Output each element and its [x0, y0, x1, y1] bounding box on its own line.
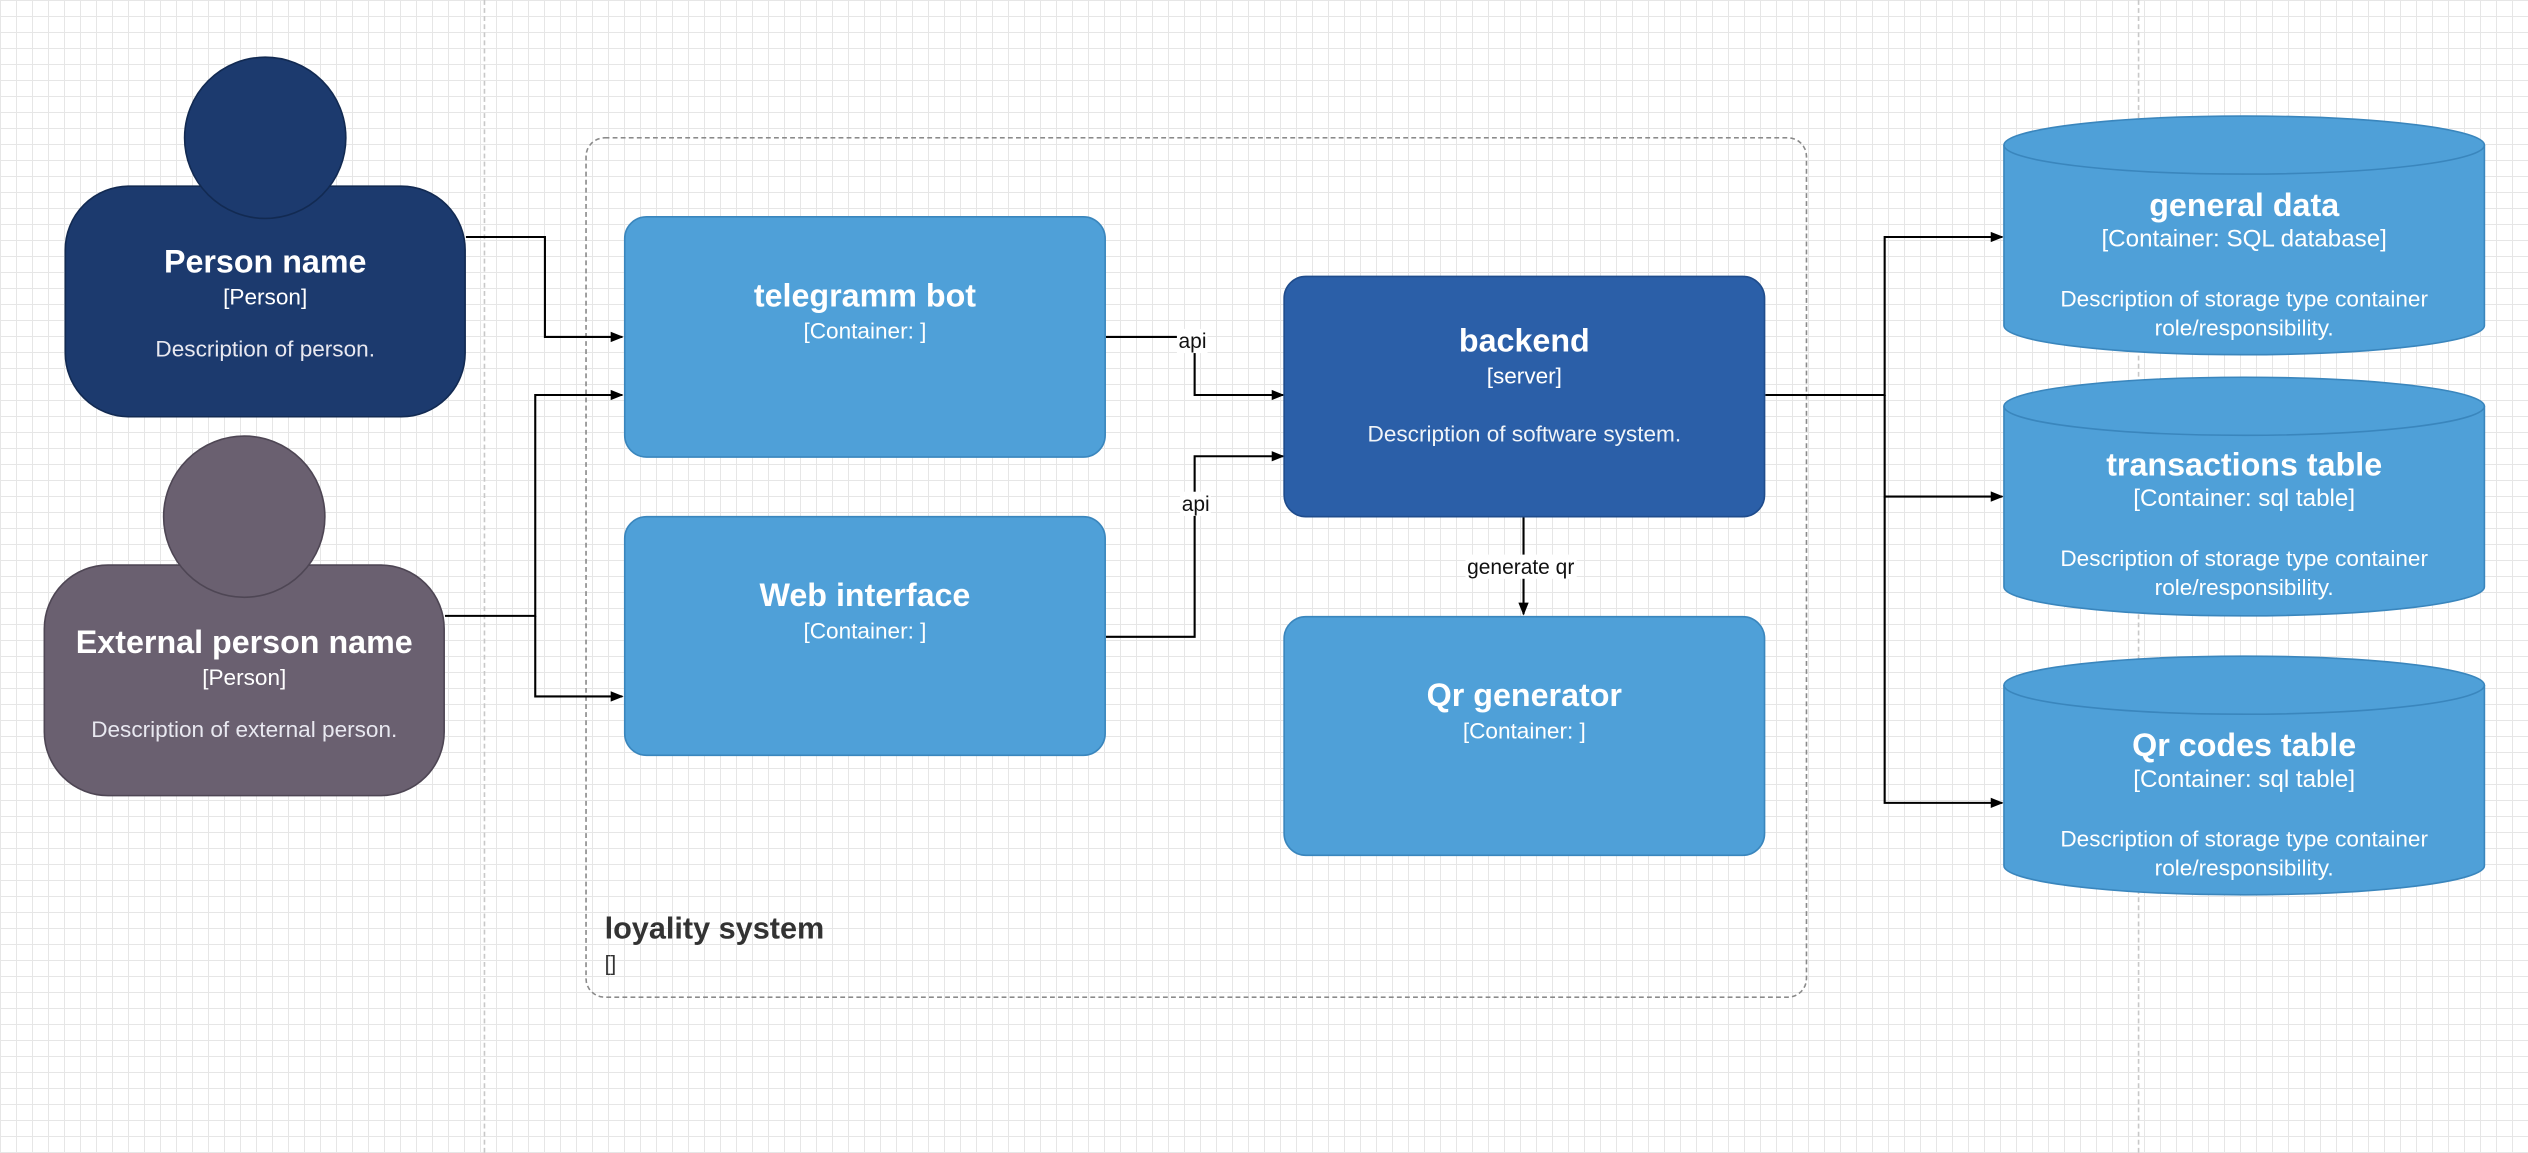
edge-web-to-backend [1105, 451, 1285, 638]
edge-label-web-api: api [1180, 491, 1212, 516]
general-data-description: Description of storage type container ro… [2060, 285, 2428, 341]
boundary-tech: [] [604, 951, 617, 976]
general-data-database [2003, 115, 2486, 356]
backend-description: Description of software system. [1367, 420, 1682, 447]
telegram-bot-tech: [Container: ] [803, 317, 927, 344]
qr-generator-title: Qr generator [1426, 677, 1622, 714]
transactions-table-node[interactable]: transactions table [Container: sql table… [2004, 447, 2484, 602]
edge-external-to-web [534, 615, 624, 702]
page-guide-left [483, 0, 486, 1153]
transactions-table-description: Description of storage type container ro… [2060, 544, 2428, 600]
edge-backend-to-general [1765, 231, 2004, 397]
external-person-text: External person name [Person] Descriptio… [44, 624, 445, 743]
edge-label-bot-api: api [1176, 328, 1209, 354]
transactions-table-title: transactions table [2106, 448, 2383, 484]
person-text: Person name [Person] Description of pers… [64, 243, 465, 362]
telegram-bot-title: telegramm bot [753, 278, 977, 315]
qr-codes-table-title: Qr codes table [2132, 728, 2357, 765]
edge-bot-to-backend [1105, 335, 1285, 401]
backend-system[interactable]: backend [server] Description of software… [1283, 275, 1766, 518]
edge-backend-to-qrcodes [1883, 496, 2004, 809]
telegram-bot-container[interactable]: telegramm bot [Container: ] [623, 216, 1106, 458]
external-person-description: Description of external person. [91, 715, 398, 742]
person-head [183, 56, 347, 220]
qr-codes-table-tech: [Container: sql table] [2133, 765, 2356, 794]
general-data-node[interactable]: general data [Container: SQL database] D… [2004, 187, 2484, 342]
backend-tech: [server] [1486, 362, 1562, 389]
general-data-tech: [Container: SQL database] [2101, 225, 2387, 254]
person-description: Description of person. [155, 335, 375, 362]
person-body [64, 185, 466, 418]
external-person-name: External person name [75, 625, 413, 662]
qr-codes-table-description: Description of storage type container ro… [2060, 825, 2428, 881]
edge-person-to-bot [465, 235, 624, 343]
web-interface-tech: [Container: ] [803, 616, 927, 643]
transactions-table-database [2003, 376, 2486, 617]
system-boundary[interactable] [585, 137, 1808, 998]
general-data-title: general data [2149, 188, 2340, 225]
web-interface-title: Web interface [759, 577, 971, 614]
external-person-tech: [Person] [202, 664, 287, 691]
person-tech: [Person] [223, 283, 308, 310]
qr-generator-tech: [Container: ] [1462, 716, 1586, 743]
transactions-table-tech: [Container: sql table] [2133, 485, 2356, 513]
qr-codes-table-database [2003, 655, 2486, 896]
person-name: Person name [163, 245, 367, 281]
qr-codes-table-node[interactable]: Qr codes table [Container: sql table] De… [2004, 727, 2484, 882]
external-person-body [43, 564, 445, 797]
qr-generator-container[interactable]: Qr generator [Container: ] [1283, 615, 1766, 857]
external-person-head [162, 435, 326, 599]
edge-label-generate-qr: generate qr [1465, 554, 1576, 579]
web-interface-container[interactable]: Web interface [Container: ] [623, 515, 1106, 757]
boundary-title: loyality system [604, 912, 825, 947]
backend-title: backend [1458, 324, 1590, 360]
edge-external-to-bot [444, 389, 624, 617]
